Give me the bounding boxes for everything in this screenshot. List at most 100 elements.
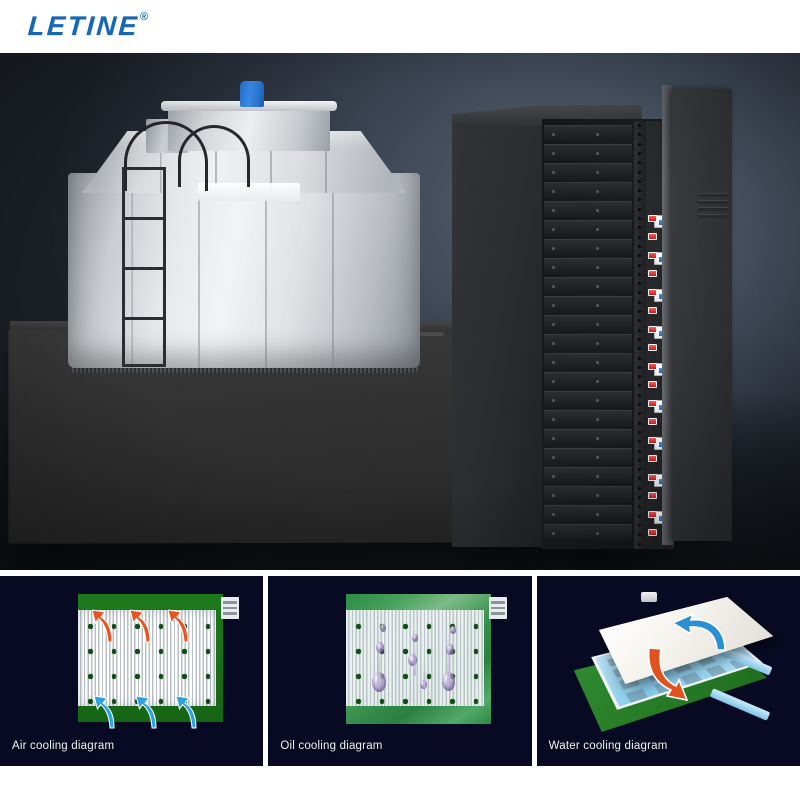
rail-hole xyxy=(638,440,641,443)
rail-hole xyxy=(638,505,641,508)
water-cooling-scene xyxy=(567,588,782,738)
rail-hole xyxy=(638,515,641,518)
rail-hole xyxy=(638,161,641,164)
rail-hole xyxy=(638,152,641,155)
status-led-icon xyxy=(648,474,657,481)
rail-hole xyxy=(638,319,641,322)
page-header: LETINE ® xyxy=(0,0,800,53)
cooling-diagram-panels: Air cooling diagram Oil cooling diagram xyxy=(0,576,800,766)
rail-hole xyxy=(638,245,641,248)
rail-hole xyxy=(638,198,641,201)
board-chip-dot xyxy=(112,649,117,654)
server-unit xyxy=(544,296,632,313)
board-connector-icon xyxy=(489,597,507,619)
rail-hole xyxy=(638,543,641,546)
water-outlet-arrow-icon xyxy=(645,646,691,702)
brand-logo-text: LETINE xyxy=(27,13,140,40)
tower-blue-cap-icon xyxy=(240,81,264,107)
board-chip-dot xyxy=(206,699,211,704)
server-unit xyxy=(544,524,632,541)
oil-bubble-trail xyxy=(377,628,380,688)
rail-hole xyxy=(638,412,641,415)
water-outlet-pipe xyxy=(709,688,770,721)
tower-pipe-right xyxy=(178,125,250,187)
status-led-icon xyxy=(648,289,657,296)
air-cooling-board xyxy=(78,594,223,722)
brand-logo[interactable]: LETINE ® xyxy=(28,13,148,40)
hot-air-arrow-icon xyxy=(92,600,118,644)
status-led-icon xyxy=(648,437,657,444)
server-unit-stack xyxy=(542,125,634,545)
rail-hole xyxy=(638,384,641,387)
server-unit xyxy=(544,448,632,465)
rack-interior xyxy=(542,119,674,549)
rail-hole xyxy=(638,431,641,434)
ladder-rung xyxy=(122,167,166,170)
rail-hole xyxy=(638,226,641,229)
panel-label-air: Air cooling diagram xyxy=(12,740,114,752)
status-led-icon xyxy=(648,511,657,518)
panel-label-oil: Oil cooling diagram xyxy=(280,740,382,752)
product-hero-image xyxy=(0,53,800,570)
status-led-icon xyxy=(648,215,657,222)
rail-hole xyxy=(638,282,641,285)
status-led-icon xyxy=(648,363,657,370)
panel-water-cooling[interactable]: Water cooling diagram xyxy=(537,576,800,766)
status-led-icon xyxy=(648,344,657,351)
board-chip-dot xyxy=(206,649,211,654)
server-rack-cabinet xyxy=(452,63,712,563)
status-led-icon xyxy=(648,418,657,425)
oil-bubble-trail xyxy=(447,630,450,686)
rail-hole xyxy=(638,347,641,350)
rail-hole xyxy=(638,301,641,304)
rail-hole xyxy=(638,189,641,192)
oil-bubble-trail xyxy=(423,666,426,688)
rail-hole xyxy=(638,236,641,239)
rail-hole xyxy=(638,264,641,267)
rack-door-open[interactable] xyxy=(672,89,732,541)
rail-hole xyxy=(638,338,641,341)
rail-hole xyxy=(638,533,641,536)
ladder-rung xyxy=(122,217,166,220)
rack-mounting-rail xyxy=(634,121,646,549)
rail-hole xyxy=(638,459,641,462)
server-unit xyxy=(544,239,632,256)
server-unit xyxy=(544,334,632,351)
rail-hole xyxy=(638,329,641,332)
status-led-icon xyxy=(648,492,657,499)
panel-label-water: Water cooling diagram xyxy=(549,740,668,752)
panel-oil-cooling[interactable]: Oil cooling diagram xyxy=(268,576,531,766)
rail-hole xyxy=(638,124,641,127)
status-led-icon xyxy=(648,400,657,407)
cold-air-arrow-icon xyxy=(136,686,162,730)
water-plate-chip xyxy=(705,665,726,677)
oil-bubble-group xyxy=(346,594,491,724)
rail-hole xyxy=(638,496,641,499)
rail-hole xyxy=(638,422,641,425)
ladder-rung xyxy=(122,317,166,320)
access-ladder xyxy=(122,167,166,367)
server-unit xyxy=(544,391,632,408)
door-vent-icon xyxy=(698,193,728,223)
rail-hole xyxy=(638,357,641,360)
oil-bubble xyxy=(450,626,456,634)
board-chip-dot xyxy=(135,649,140,654)
status-led-icon xyxy=(648,252,657,259)
rail-hole xyxy=(638,291,641,294)
status-led-icon xyxy=(648,529,657,536)
status-led-icon xyxy=(648,455,657,462)
cooling-tower xyxy=(60,93,430,383)
hot-air-arrow-icon xyxy=(130,600,156,644)
ladder-rung xyxy=(122,364,166,367)
server-unit xyxy=(544,277,632,294)
rail-hole xyxy=(638,143,641,146)
panel-air-cooling[interactable]: Air cooling diagram xyxy=(0,576,263,766)
server-unit xyxy=(544,258,632,275)
board-chip-dot xyxy=(88,699,93,704)
rail-hole xyxy=(638,477,641,480)
oil-cooling-board xyxy=(346,594,491,724)
oil-bubble-trail xyxy=(413,638,416,676)
rail-hole xyxy=(638,208,641,211)
server-unit xyxy=(544,182,632,199)
server-unit xyxy=(544,372,632,389)
